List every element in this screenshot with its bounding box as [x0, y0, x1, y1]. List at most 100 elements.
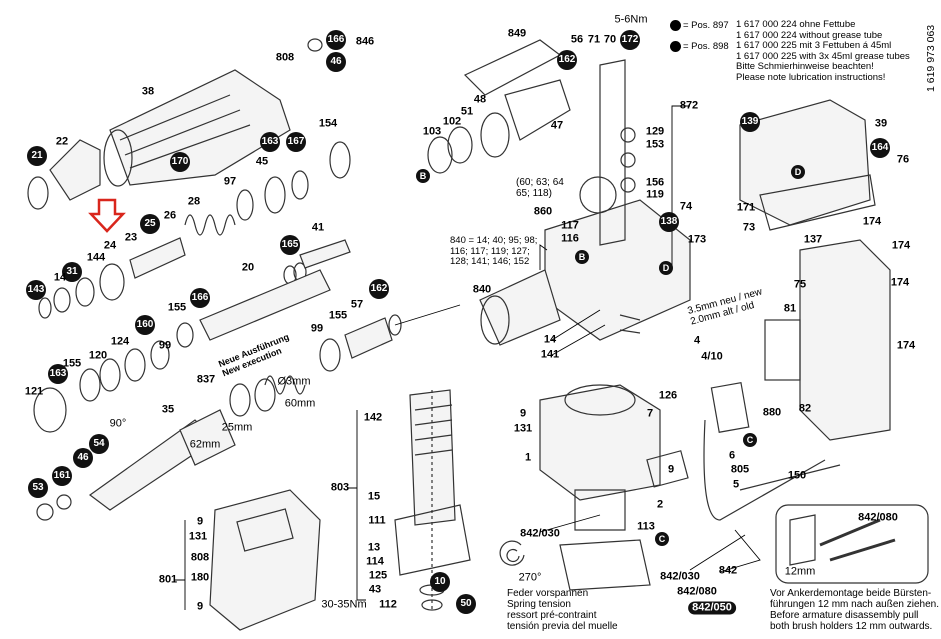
- part-number-label: 81: [783, 302, 797, 315]
- part-number-label: 154: [318, 117, 338, 130]
- part-number-label: 13: [367, 541, 381, 554]
- grease-position-badge: 31: [62, 262, 82, 282]
- part-number-label: 90°: [109, 417, 127, 430]
- highlight-arrow-icon: [88, 198, 126, 233]
- grease-position-badge: 46: [73, 448, 93, 468]
- part-number-label: 38: [141, 85, 155, 98]
- grease-position-badge: 163: [260, 132, 280, 152]
- part-number-label: 74: [679, 200, 693, 213]
- note-line: 116; 117; 119; 127;: [450, 245, 530, 257]
- spring: [184, 214, 306, 395]
- part-number-label: 171: [736, 201, 756, 214]
- part-number-label: 22: [55, 135, 69, 148]
- part-number-label: 76: [896, 153, 910, 166]
- legend-line: Please note lubrication instructions!: [736, 71, 886, 83]
- part-number-label: 842/030: [660, 570, 700, 583]
- part-number-label: 120: [88, 349, 108, 362]
- grease-position-badge: 139: [740, 112, 760, 132]
- part-number-label: 270°: [518, 571, 542, 584]
- part-number-label: 28: [187, 195, 201, 208]
- grease-position-badge: B: [575, 250, 589, 264]
- grease-position-badge: 21: [27, 146, 47, 166]
- part-number-label: 174: [896, 339, 916, 352]
- part-number-label: 114: [366, 555, 384, 568]
- grease-position-badge: 138: [659, 212, 679, 232]
- note-line: Feder vorspannen: [507, 588, 589, 599]
- part-number-label: 20: [241, 261, 255, 274]
- part-number-label: 119: [646, 188, 664, 201]
- seal-rings: [33, 38, 473, 521]
- part-number-label: 801: [158, 573, 178, 586]
- brush-holder-note: Vor Ankerdemontage beide Bürsten-führung…: [770, 588, 939, 632]
- legend-line: 1 617 000 224 ohne Fettube: [736, 19, 856, 30]
- gear-housing: [463, 39, 691, 591]
- part-number-label: 1: [524, 451, 532, 464]
- legend-pos: = Pos. 898: [683, 41, 729, 53]
- part-number-label: 125: [368, 569, 388, 582]
- note-line: 128; 141; 146; 152: [450, 256, 530, 267]
- grease-position-badge: 163: [48, 364, 68, 384]
- part-number-label: 846: [355, 35, 375, 48]
- part-number-label: 141: [540, 348, 560, 361]
- part-number-label: 9: [519, 407, 527, 420]
- part-number-label: 2: [656, 498, 664, 511]
- part-number-label: 174: [891, 239, 911, 252]
- grease-position-badge: 10: [430, 572, 450, 592]
- part-number-label: 5-6Nm: [614, 13, 648, 26]
- assembly-840-note: 840 = 14; 40; 95; 98;116; 117; 119; 127;…: [450, 235, 537, 268]
- grease-position-badge: 167: [286, 132, 306, 152]
- brush-holder-inset: [775, 504, 929, 584]
- part-number-label: 173: [687, 233, 707, 246]
- part-number-label: 842/080: [677, 585, 717, 598]
- part-number-label: 75: [793, 278, 807, 291]
- note-line: Spring tension: [507, 599, 571, 610]
- part-number-label: 117: [561, 219, 579, 232]
- part-number-label: 99: [310, 322, 324, 335]
- part-number-label: 153: [645, 138, 665, 151]
- grease-position-badge: 164: [870, 138, 890, 158]
- part-number-label: 142: [363, 411, 383, 424]
- grease-position-badge: 162: [557, 50, 577, 70]
- part-number-label: 70: [603, 33, 617, 46]
- part-number-label: 849: [507, 27, 527, 40]
- grease-dot-icon: [670, 20, 681, 31]
- note-line: (60; 63; 64: [516, 177, 564, 188]
- part-number-label: 112: [379, 598, 397, 611]
- part-number-label: 155: [167, 301, 187, 314]
- grease-position-badge: C: [655, 532, 669, 546]
- part-number-label: 4: [693, 334, 701, 347]
- grease-dot-icon: [670, 41, 681, 52]
- part-number-label: 111: [368, 514, 386, 527]
- legend-line: 1 617 000 225 mit 3 Fettuben á 45ml: [736, 40, 892, 51]
- part-number-label: 144: [86, 251, 106, 264]
- grease-position-badge: 166: [190, 288, 210, 308]
- grease-position-badge: 161: [52, 466, 72, 486]
- part-number-label: 131: [513, 422, 533, 435]
- part-number-label: 4/10: [701, 350, 723, 363]
- part-number-label: 842/050: [688, 601, 736, 615]
- part-number-label: 97: [223, 175, 237, 188]
- part-number-label: 156: [645, 176, 665, 189]
- legend-line: 1 617 000 225 with 3x 45ml grease tubes: [736, 50, 910, 62]
- part-number-label: 131: [188, 530, 208, 543]
- part-number-label: 174: [862, 215, 882, 228]
- part-number-label: 35: [161, 403, 175, 416]
- part-number-label: 99: [158, 339, 172, 352]
- note-line: both brush holders 12 mm outwards.: [770, 621, 933, 632]
- grease-position-badge: 165: [280, 235, 300, 255]
- grease-position-badge: 143: [26, 280, 46, 300]
- part-number-label: 12mm: [784, 565, 816, 578]
- grease-position-badge: 54: [89, 434, 109, 454]
- armature: [394, 389, 471, 611]
- document-number: 1 619 973 063: [925, 24, 937, 92]
- part-number-label: 880: [762, 406, 782, 419]
- part-number-label: 808: [275, 51, 295, 64]
- rear-housing: [703, 99, 891, 521]
- part-number-label: 6: [728, 449, 736, 462]
- part-number-label: 102: [442, 115, 462, 128]
